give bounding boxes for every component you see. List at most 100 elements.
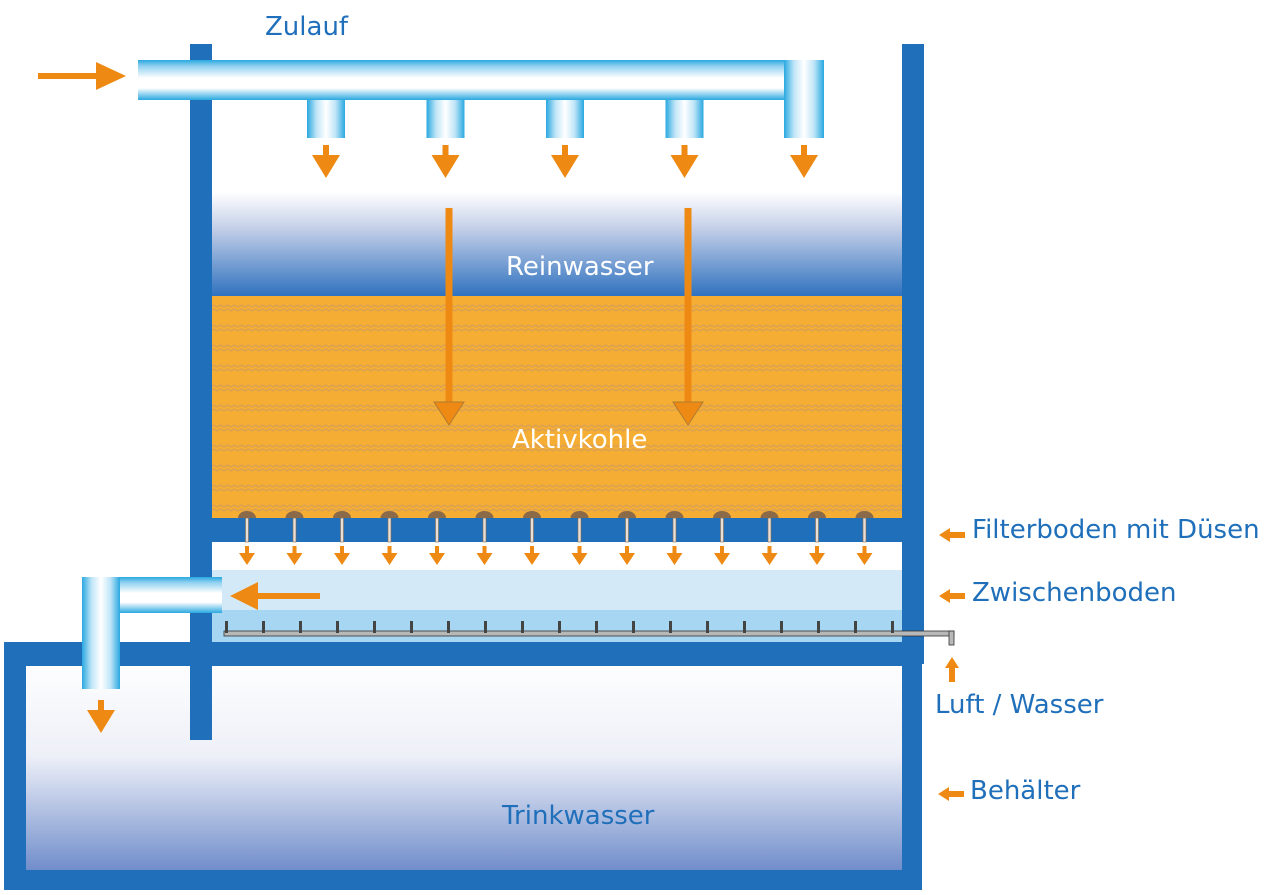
filter-floor-label-arrow bbox=[939, 528, 965, 542]
nozzle-stem bbox=[482, 517, 487, 543]
nozzle-head bbox=[428, 511, 446, 518]
flush-pipe-tooth bbox=[558, 621, 561, 633]
distribution-arrow-head bbox=[790, 155, 818, 178]
flush-pipe-tooth bbox=[225, 621, 228, 633]
nozzle-head bbox=[855, 511, 874, 518]
nozzle-arrow-stem bbox=[767, 546, 772, 555]
air-water-label-arrow bbox=[945, 657, 959, 682]
nozzle-stem bbox=[245, 517, 249, 543]
distribution-arrow-stem bbox=[562, 145, 568, 157]
nozzle-arrow-stem bbox=[340, 546, 344, 555]
outlet-arrow-head bbox=[230, 582, 258, 610]
outlet-pipe-vertical bbox=[82, 577, 120, 689]
air-water-label: Luft / Wasser bbox=[935, 690, 1104, 720]
nozzle-arrow-head bbox=[286, 553, 303, 565]
left-tank-wall bbox=[190, 44, 212, 740]
distribution-arrow-stem bbox=[801, 145, 807, 157]
distribution-arrow-stem bbox=[442, 145, 449, 157]
nozzle-stem bbox=[292, 517, 297, 543]
nozzle-arrow-stem bbox=[245, 546, 249, 555]
outlet-down-arrow-head bbox=[87, 710, 115, 733]
flush-pipe-tooth bbox=[632, 621, 635, 633]
nozzle-head bbox=[238, 511, 256, 518]
inlet-label: Zulauf bbox=[265, 12, 349, 42]
nozzle-head bbox=[570, 511, 589, 518]
outlet-down-arrow-stem bbox=[98, 700, 104, 712]
flush-pipe-tooth bbox=[373, 621, 376, 633]
flush-pipe bbox=[223, 630, 955, 637]
flow-arrow-left-head bbox=[433, 401, 465, 426]
activated-carbon-bed bbox=[212, 296, 902, 518]
container-label-arrow bbox=[938, 787, 964, 801]
raw-water-zone bbox=[212, 192, 902, 296]
flush-pipe-tooth bbox=[891, 621, 894, 633]
nozzle-arrow-head bbox=[476, 553, 493, 565]
flush-pipe-inlet bbox=[948, 630, 955, 646]
flush-pipe-tooth bbox=[817, 621, 820, 633]
nozzle-head bbox=[380, 511, 399, 518]
right-tank-wall bbox=[902, 44, 924, 664]
nozzle-arrow-head bbox=[429, 553, 445, 565]
nozzle-head bbox=[713, 511, 731, 518]
nozzle-arrow-stem bbox=[577, 546, 582, 555]
flush-pipe-tooth bbox=[706, 621, 709, 633]
nozzle-head bbox=[523, 511, 541, 518]
nozzle-arrow-stem bbox=[720, 546, 724, 555]
nozzle-stem bbox=[387, 517, 392, 543]
flush-pipe-tooth bbox=[743, 621, 746, 633]
nozzle-head bbox=[285, 511, 304, 518]
drinking-water-label: Trinkwasser bbox=[502, 801, 655, 831]
nozzle-arrow-head bbox=[239, 553, 255, 565]
nozzle-arrow-stem bbox=[815, 546, 819, 555]
nozzle-head bbox=[333, 511, 351, 518]
activated-carbon-label: Aktivkohle bbox=[512, 425, 648, 455]
inlet-pipe-end bbox=[784, 60, 824, 138]
nozzle-arrow-head bbox=[666, 553, 683, 565]
nozzle-arrow-head bbox=[809, 553, 825, 565]
nozzle-stem bbox=[625, 517, 629, 543]
intermediate-zone bbox=[212, 570, 902, 610]
nozzle-stem bbox=[862, 517, 867, 543]
nozzle-arrow-head bbox=[761, 553, 778, 565]
distribution-arrow-head bbox=[431, 155, 460, 178]
inlet-arrow-head bbox=[96, 62, 126, 90]
raw-water-label: Reinwasser bbox=[506, 252, 654, 282]
flush-pipe-tooth bbox=[447, 621, 450, 633]
nozzle-arrow-head bbox=[571, 553, 588, 565]
nozzle-arrow-head bbox=[619, 553, 635, 565]
drinking-water-fill bbox=[16, 656, 906, 878]
nozzle-stem bbox=[767, 517, 772, 543]
nozzle-stem bbox=[672, 517, 677, 543]
nozzle-head bbox=[475, 511, 494, 518]
intermediate-floor-label: Zwischenboden bbox=[972, 578, 1177, 608]
intermediate-floor bbox=[212, 610, 902, 642]
flush-pipe-tooth bbox=[780, 621, 783, 633]
nozzle-arrow-stem bbox=[530, 546, 534, 555]
flush-pipe-tooth bbox=[669, 621, 672, 633]
nozzle-head bbox=[760, 511, 779, 518]
flush-pipe-tooth bbox=[595, 621, 598, 633]
nozzle-arrow-stem bbox=[862, 546, 867, 555]
flush-pipe-tooth bbox=[521, 621, 524, 633]
nozzle-head bbox=[665, 511, 684, 518]
container-label: Behälter bbox=[970, 776, 1081, 806]
distribution-arrow-head bbox=[312, 155, 340, 178]
inlet-pipe bbox=[138, 60, 824, 100]
intermediate-floor-label-arrow bbox=[939, 589, 965, 603]
flush-pipe-tooth bbox=[410, 621, 413, 633]
nozzle-stem bbox=[815, 517, 819, 543]
nozzle-arrow-stem bbox=[625, 546, 629, 555]
nozzle-arrow-head bbox=[714, 553, 730, 565]
nozzle-arrow-stem bbox=[672, 546, 677, 555]
nozzle-arrow-head bbox=[334, 553, 350, 565]
filter-floor-label: Filterboden mit Düsen bbox=[972, 515, 1260, 545]
distribution-arrow-head bbox=[551, 155, 579, 178]
nozzle-arrow-head bbox=[524, 553, 540, 565]
flush-pipe-tooth bbox=[299, 621, 302, 633]
nozzle-arrow-stem bbox=[387, 546, 392, 555]
nozzle-stem bbox=[577, 517, 582, 543]
nozzle-stem bbox=[435, 517, 439, 543]
nozzle-arrow-stem bbox=[435, 546, 439, 555]
flush-pipe-tooth bbox=[854, 621, 857, 633]
